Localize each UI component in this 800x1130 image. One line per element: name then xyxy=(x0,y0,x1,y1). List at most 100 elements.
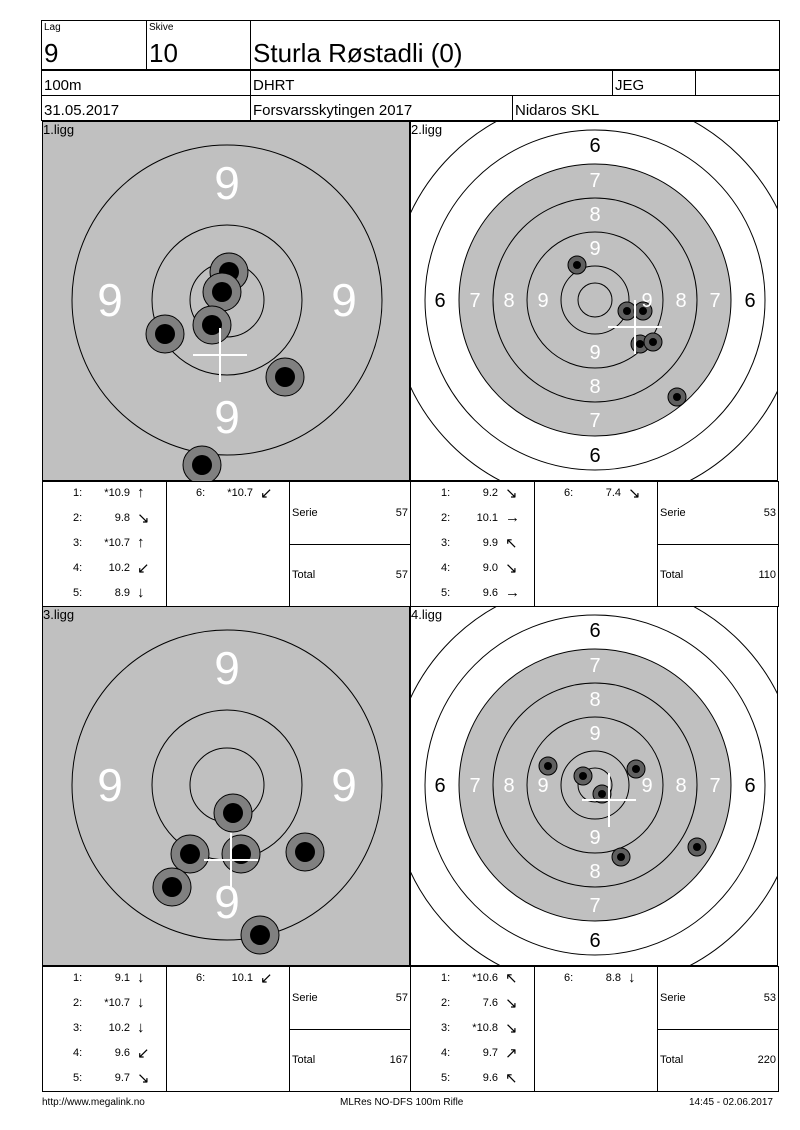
shot-row: 4: 10.2 ↙ xyxy=(43,559,163,583)
shot-row: 6: 8.8 ↓ xyxy=(534,969,654,993)
footer-timestamp: 14:45 - 02.06.2017 xyxy=(689,1097,773,1108)
shot-score: 9.0 xyxy=(482,562,498,574)
shot-center xyxy=(202,315,222,335)
ring-label: 6 xyxy=(434,775,445,797)
lag-cell: Lag 9 xyxy=(41,20,147,70)
shot-direction-arrow-icon: → xyxy=(505,509,520,526)
event-name: Forsvarsskytingen 2017 xyxy=(253,102,413,119)
ring-label: 6 xyxy=(589,620,600,642)
ring-label: 9 xyxy=(331,274,357,326)
series-table: 1: 9.1 ↓2: *10.7 ↓3: 10.2 ↓4: 9.6 ↙5: 9.… xyxy=(42,966,411,1092)
skive-cell: Skive 10 xyxy=(146,20,251,70)
shot-row: 3: *10.8 ↘ xyxy=(411,1019,531,1043)
shot-row: 5: 9.6 ↖ xyxy=(411,1069,531,1093)
divider xyxy=(534,967,535,1091)
serie-label: Serie xyxy=(660,507,686,519)
shot-score: *10.7 xyxy=(227,487,253,499)
shot-direction-arrow-icon: ↖ xyxy=(505,535,518,552)
shot-row: 3: *10.7 ↑ xyxy=(43,534,163,558)
serie-label: Serie xyxy=(292,507,318,519)
divider xyxy=(534,482,535,606)
shot-center xyxy=(579,772,587,780)
ring xyxy=(458,163,732,437)
ring-label: 8 xyxy=(589,861,600,883)
shot-number: 1: xyxy=(441,972,451,984)
shot-score: 9.7 xyxy=(482,1047,498,1059)
shot-direction-arrow-icon: ↙ xyxy=(137,560,150,577)
ring-label: 9 xyxy=(537,290,548,312)
ring-label: 9 xyxy=(589,238,600,260)
shot-center xyxy=(180,844,200,864)
shot-number: 1: xyxy=(73,487,83,499)
ring-label: 7 xyxy=(589,895,600,917)
date-cell: 31.05.2017 xyxy=(41,95,251,121)
shot-center xyxy=(623,307,631,315)
ring-label: 9 xyxy=(589,342,600,364)
ring-label: 7 xyxy=(589,410,600,432)
shot-direction-arrow-icon: ↓ xyxy=(628,969,636,986)
club-cell: Nidaros SKL xyxy=(512,95,780,121)
ring-label: 9 xyxy=(214,876,240,928)
shot-number: 6: xyxy=(196,487,206,499)
ring xyxy=(526,231,664,369)
series-table: 1: 9.2 ↘2: 10.1 →3: 9.9 ↖4: 9.0 ↘5: 9.6 … xyxy=(410,481,779,607)
ring-label: 9 xyxy=(331,759,357,811)
ring-label: 6 xyxy=(434,290,445,312)
shot-direction-arrow-icon: ↙ xyxy=(137,1045,150,1062)
distance-cell: 100m xyxy=(41,70,251,96)
serie-label: Serie xyxy=(292,992,318,1004)
shot-score: *10.9 xyxy=(104,487,130,499)
event-cell: Forsvarsskytingen 2017 xyxy=(250,95,513,121)
shot-direction-arrow-icon: ↘ xyxy=(505,995,518,1012)
shot-direction-arrow-icon: ↗ xyxy=(505,1045,518,1062)
ring-label: 9 xyxy=(214,391,240,443)
ring-label: 8 xyxy=(589,376,600,398)
shot-center xyxy=(693,843,701,851)
shot-score: 9.7 xyxy=(114,1072,130,1084)
shot-row: 4: 9.7 ↗ xyxy=(411,1044,531,1068)
total-score: 167 xyxy=(389,1054,408,1066)
ring xyxy=(151,224,303,376)
shot-center xyxy=(223,803,243,823)
shot-number: 1: xyxy=(73,972,83,984)
serie-label: Serie xyxy=(660,992,686,1004)
shot-direction-arrow-icon: ↘ xyxy=(505,560,518,577)
total-label: Total xyxy=(292,569,316,581)
ring xyxy=(424,614,766,956)
distance: 100m xyxy=(44,77,82,94)
series-table: 1: *10.6 ↖2: 7.6 ↘3: *10.8 ↘4: 9.7 ↗5: 9… xyxy=(410,966,779,1092)
footer-program: MLRes NO-DFS 100m Rifle xyxy=(340,1097,464,1108)
shot-number: 2: xyxy=(73,997,83,1009)
ring xyxy=(458,648,732,922)
shot-number: 1: xyxy=(441,487,451,499)
shot-direction-arrow-icon: ↘ xyxy=(505,485,518,502)
shot-score: 8.9 xyxy=(114,587,130,599)
shot-direction-arrow-icon: ↓ xyxy=(137,584,145,601)
shot-score: 9.1 xyxy=(114,972,130,984)
shot-center xyxy=(162,877,182,897)
ring xyxy=(71,629,383,941)
shot-number: 6: xyxy=(564,972,574,984)
shot-score: 9.6 xyxy=(114,1047,130,1059)
shot-center xyxy=(639,307,647,315)
shot-number: 4: xyxy=(73,1047,83,1059)
lag-label: Lag xyxy=(44,22,61,33)
shot-number: 5: xyxy=(73,1072,83,1084)
footer-url[interactable]: http://www.megalink.no xyxy=(42,1097,145,1108)
class: JEG xyxy=(615,77,645,94)
ring-label: 9 xyxy=(641,290,652,312)
shot-direction-arrow-icon: → xyxy=(505,584,520,601)
shot-direction-arrow-icon: ↓ xyxy=(137,994,145,1011)
shot-number: 4: xyxy=(441,1047,451,1059)
ring-label: 9 xyxy=(641,775,652,797)
ring-label: 9 xyxy=(589,723,600,745)
shot-row: 2: *10.7 ↓ xyxy=(43,994,163,1018)
ring xyxy=(577,767,613,803)
shot-center xyxy=(212,282,232,302)
serie-score: 57 xyxy=(395,992,408,1004)
shot-score: 7.4 xyxy=(605,487,621,499)
shot-center xyxy=(275,367,295,387)
ring-label: 8 xyxy=(675,290,686,312)
